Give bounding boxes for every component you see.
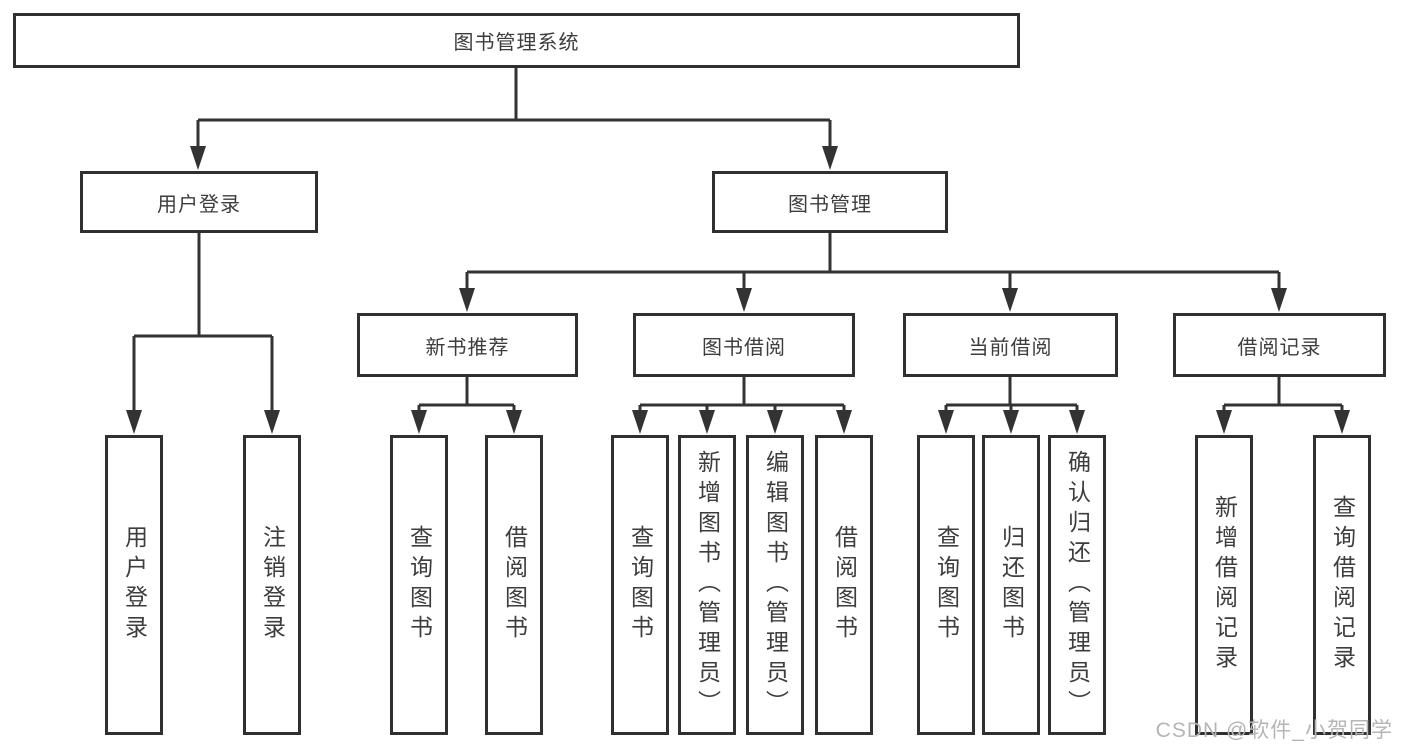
leaf-edit-book-admin-label: 编辑图书（管理员）: [762, 450, 789, 720]
csdn-watermark: CSDN @软件_小贺同学: [1155, 719, 1393, 742]
node-book-borrowing-label: 图书借阅: [702, 336, 786, 359]
leaf-logout-label: 注销登录: [259, 525, 286, 645]
leaf-return-books: 归还图书: [982, 435, 1040, 735]
leaf-confirm-return-admin: 确认归还（管理员）: [1048, 435, 1106, 735]
leaf-return-books-label: 归还图书: [998, 525, 1025, 645]
leaf-user-login-label: 用户登录: [121, 525, 148, 645]
leaf-logout: 注销登录: [243, 435, 301, 735]
leaf-search-books-borrowing-label: 查询图书: [627, 525, 654, 645]
leaf-search-books-current: 查询图书: [917, 435, 975, 735]
leaf-search-books-recommend-label: 查询图书: [406, 525, 433, 645]
leaf-borrow-books-recommend: 借阅图书: [485, 435, 543, 735]
node-new-book-recommend-label: 新书推荐: [425, 336, 510, 359]
leaf-borrow-books-recommend-label: 借阅图书: [501, 525, 528, 645]
node-root-label: 图书管理系统: [453, 32, 580, 54]
node-user-login-label: 用户登录: [157, 193, 241, 216]
leaf-add-book-admin: 新增图书（管理员）: [678, 435, 736, 735]
leaf-confirm-return-admin-label: 确认归还（管理员）: [1064, 450, 1091, 720]
node-current-borrowing-label: 当前借阅: [968, 336, 1053, 359]
node-user-login: 用户登录: [80, 171, 318, 233]
node-borrow-records: 借阅记录: [1173, 313, 1386, 377]
leaf-borrow-books-borrowing-label: 借阅图书: [831, 525, 858, 645]
node-borrow-records-label: 借阅记录: [1237, 336, 1322, 359]
leaf-search-books-current-label: 查询图书: [933, 525, 960, 645]
node-new-book-recommend: 新书推荐: [357, 313, 578, 377]
node-current-borrowing: 当前借阅: [903, 313, 1118, 377]
leaf-add-borrow-record: 新增借阅记录: [1195, 435, 1253, 735]
leaf-search-borrow-record-label: 查询借阅记录: [1329, 495, 1356, 675]
node-root: 图书管理系统: [13, 13, 1020, 68]
node-book-management: 图书管理: [712, 171, 948, 233]
node-book-management-label: 图书管理: [788, 193, 872, 216]
leaf-edit-book-admin: 编辑图书（管理员）: [746, 435, 804, 735]
node-book-borrowing: 图书借阅: [633, 313, 855, 377]
leaf-search-books-borrowing: 查询图书: [611, 435, 669, 735]
leaf-search-books-recommend: 查询图书: [390, 435, 448, 735]
leaf-borrow-books-borrowing: 借阅图书: [815, 435, 873, 735]
leaf-add-book-admin-label: 新增图书（管理员）: [694, 450, 721, 720]
leaf-search-borrow-record: 查询借阅记录: [1313, 435, 1371, 735]
leaf-add-borrow-record-label: 新增借阅记录: [1211, 495, 1238, 675]
leaf-user-login: 用户登录: [105, 435, 163, 735]
